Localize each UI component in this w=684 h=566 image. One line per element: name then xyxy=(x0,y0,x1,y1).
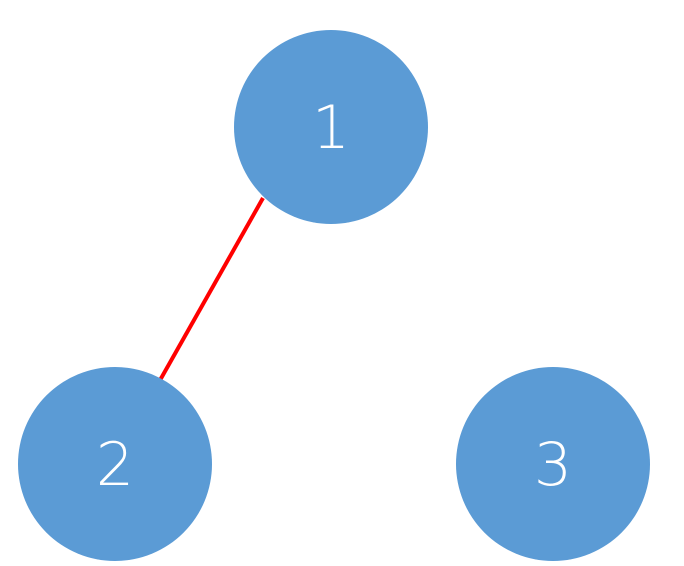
node-3-circle xyxy=(456,367,650,561)
node-3: 3 xyxy=(456,367,650,561)
node-1-label: 1 xyxy=(312,93,350,163)
node-2-circle xyxy=(18,367,212,561)
node-1: 1 xyxy=(234,30,428,224)
node-3-label: 3 xyxy=(534,430,572,500)
node-2: 2 xyxy=(18,367,212,561)
node-1-circle xyxy=(234,30,428,224)
node-2-label: 2 xyxy=(96,430,134,500)
edge-1-2 xyxy=(157,197,265,383)
